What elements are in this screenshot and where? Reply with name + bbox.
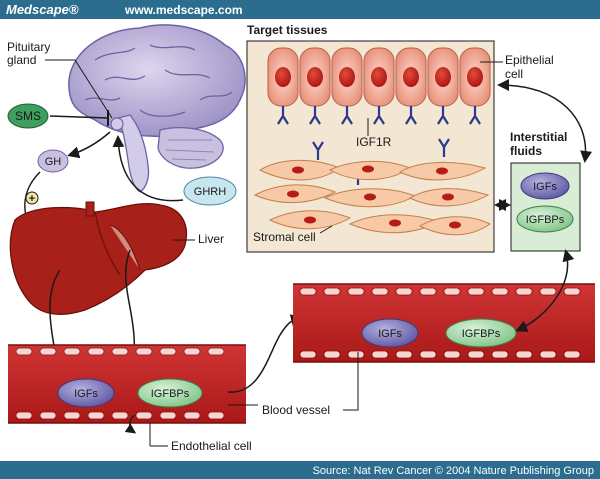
footer-bar	[0, 461, 600, 479]
blood-vessel-lower	[8, 344, 246, 424]
liver	[9, 201, 187, 315]
igfbps-interstitial-label: IGFBPs	[526, 214, 565, 226]
igfs-lower-label: IGFs	[74, 388, 98, 400]
header-bar	[0, 0, 600, 19]
interstitial-label-line2: fluids	[510, 144, 542, 158]
blood-vessel-label: Blood vessel	[262, 403, 330, 417]
site-url: www.medscape.com	[124, 3, 243, 17]
stromal-label: Stromal cell	[253, 230, 316, 244]
epithelial-cells	[267, 47, 491, 107]
igf1r-receptors	[277, 106, 481, 185]
epithelial-label-line2: cell	[505, 67, 523, 81]
brain	[68, 24, 246, 193]
igfs-interstitial-node	[520, 172, 570, 200]
igfs-lower-node	[57, 378, 115, 408]
igfbps-upper-node	[445, 318, 517, 348]
pituitary-to-gh-arrow	[67, 131, 111, 159]
igf1r-label: IGF1R	[356, 135, 392, 149]
stromal-cells	[253, 159, 491, 236]
blood-vessel-upper	[293, 283, 595, 363]
interstitial-label-line1: Interstitial	[510, 130, 567, 144]
pituitary-label-line2: gland	[7, 53, 36, 67]
pituitary-leader	[45, 59, 113, 119]
sms-inhibit-line	[49, 115, 109, 119]
igfbps-lower-node	[137, 378, 203, 408]
blood-vessel-leader-right	[343, 352, 359, 411]
ghrh-label: GHRH	[194, 186, 226, 198]
target-tissues-title: Target tissues	[247, 23, 328, 37]
igfbps-upper-label: IGFBPs	[462, 328, 501, 340]
gh-label: GH	[45, 156, 62, 168]
liver-label: Liver	[198, 232, 224, 246]
endothelial-curl	[124, 414, 137, 434]
plus-label: +	[29, 193, 35, 205]
source-credit: Source: Nat Rev Cancer © 2004 Nature Pub…	[313, 465, 594, 477]
epithelial-label-line1: Epithelial	[505, 53, 554, 67]
gh-node: GH	[37, 149, 69, 173]
igfs-upper-node	[361, 318, 419, 348]
ghrh-node: GHRH	[183, 176, 237, 206]
epithelial-interstitial-arrow	[497, 79, 593, 163]
igfs-upper-label: IGFs	[378, 328, 402, 340]
interstitial-vessel-arrow	[515, 249, 575, 332]
ghrh-arrow	[112, 135, 184, 202]
pituitary-label-line1: Pituitary	[7, 40, 50, 54]
igfs-interstitial-label: IGFs	[533, 181, 557, 193]
endothelial-label: Endothelial cell	[171, 439, 252, 453]
stromal-leader	[319, 225, 333, 234]
igfbps-lower-label: IGFBPs	[151, 388, 190, 400]
sms-label: SMS	[15, 109, 41, 123]
sms-node: SMS	[7, 103, 49, 129]
igfbps-interstitial-node	[516, 205, 574, 233]
brand-logo: Medscape®	[6, 2, 79, 17]
